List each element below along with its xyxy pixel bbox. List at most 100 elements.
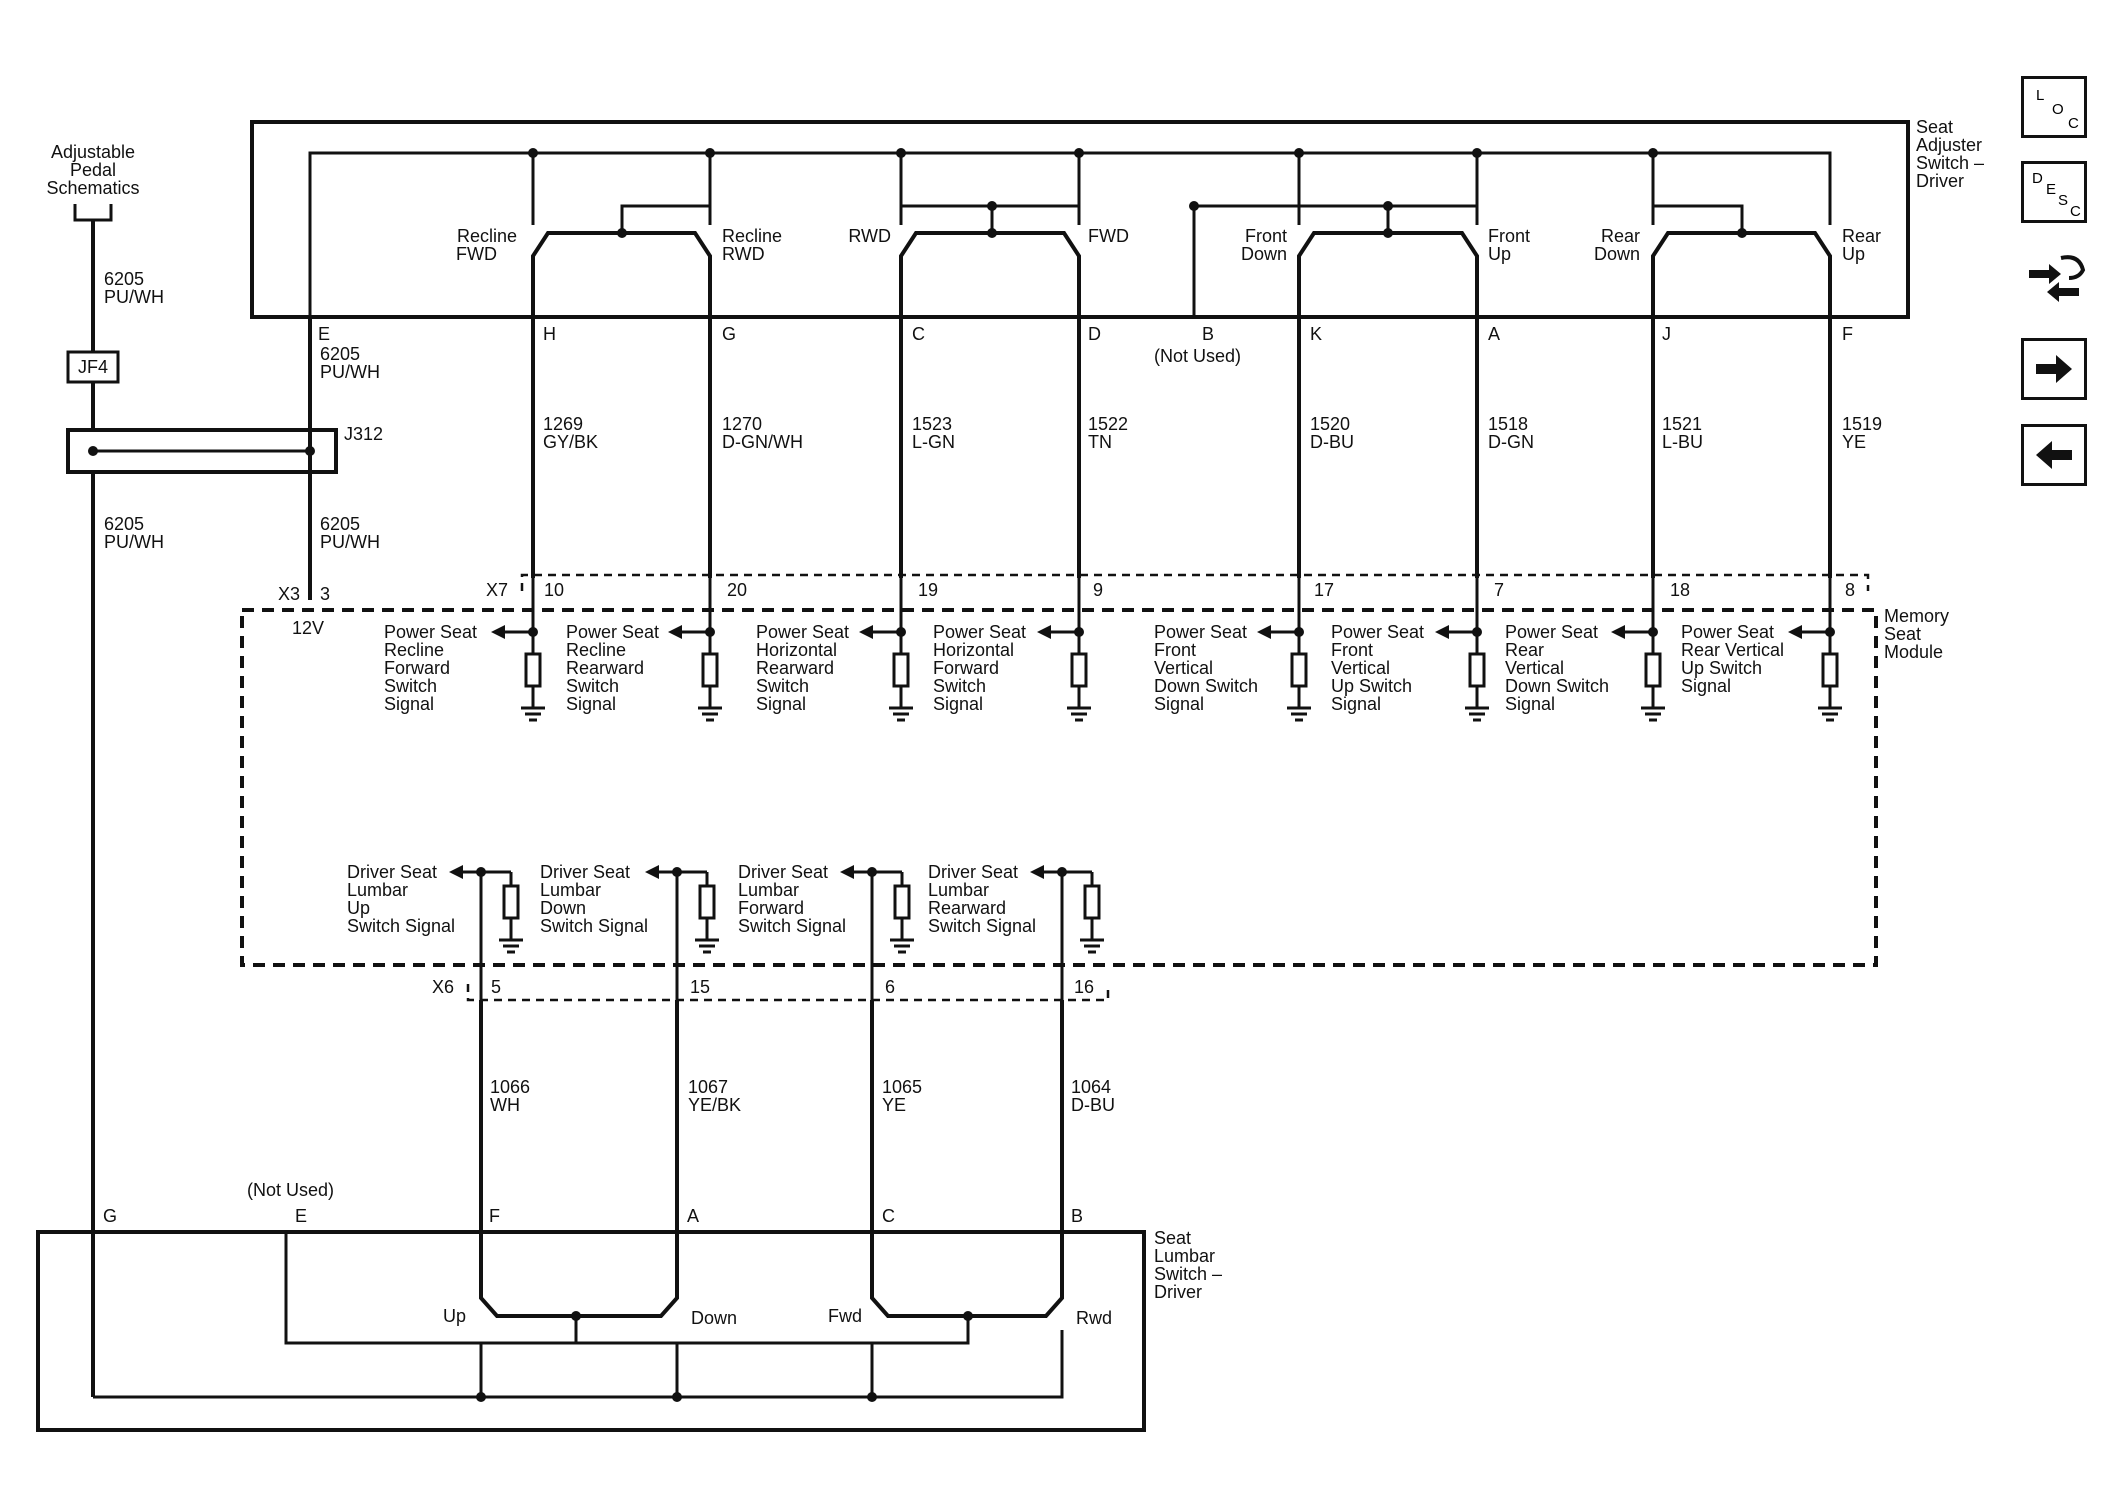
svg-text:D: D [1088,324,1101,344]
svg-text:Pedal: Pedal [70,160,116,180]
svg-text:Down Switch: Down Switch [1154,676,1258,696]
svg-text:C: C [912,324,925,344]
svg-text:1520: 1520 [1310,414,1350,434]
arrow-right-icon [2036,355,2072,383]
bottom-circuit-wires [479,1000,1064,1232]
svg-text:Driver Seat: Driver Seat [347,862,437,882]
adjuster-feed-bus [308,151,1832,317]
svg-text:Vertical: Vertical [1331,658,1390,678]
svg-text:Rear: Rear [1505,640,1544,660]
svg-text:6205: 6205 [320,514,360,534]
svg-text:Switch –: Switch – [1154,1264,1222,1284]
svg-text:Down: Down [1594,244,1640,264]
seat-lumbar-label: Seat Lumbar Switch – Driver [1154,1228,1222,1302]
svg-text:1066: 1066 [490,1077,530,1097]
svg-text:Front: Front [1245,226,1287,246]
svg-text:YE: YE [882,1095,906,1115]
svg-text:6: 6 [885,977,895,997]
svg-text:1270: 1270 [722,414,762,434]
svg-text:C: C [882,1206,895,1226]
back-arrow-button[interactable] [2021,424,2087,486]
svg-text:Rearward: Rearward [566,658,644,678]
svg-text:F: F [489,1206,500,1226]
svg-text:Driver Seat: Driver Seat [540,862,630,882]
module-lumbar-signal-labels: Driver Seat Lumbar Up Switch Signal Driv… [347,862,1036,936]
svg-text:GY/BK: GY/BK [543,432,598,452]
svg-text:Driver Seat: Driver Seat [928,862,1018,882]
svg-text:12V: 12V [292,618,324,638]
svg-text:Switch –: Switch – [1916,153,1984,173]
svg-text:Power Seat: Power Seat [566,622,659,642]
svg-text:X3: X3 [278,584,300,604]
memory-module-label: Memory Seat Module [1884,606,1949,662]
wire-6205-label-2: 6205 PU/WH [320,344,380,382]
svg-text:19: 19 [918,580,938,600]
svg-text:Power Seat: Power Seat [384,622,477,642]
svg-text:Forward: Forward [933,658,999,678]
next-arrow-button[interactable] [2021,338,2087,400]
connector-view-icon[interactable] [2021,244,2087,316]
svg-text:Rwd: Rwd [1076,1308,1112,1328]
svg-text:TN: TN [1088,432,1112,452]
svg-text:Seat: Seat [1916,117,1953,137]
svg-text:Power Seat: Power Seat [1331,622,1424,642]
x6-connector [466,984,1110,1002]
svg-text:Recline: Recline [722,226,782,246]
svg-text:7: 7 [1494,580,1504,600]
svg-text:Adjuster: Adjuster [1916,135,1982,155]
svg-text:PU/WH: PU/WH [320,362,380,382]
svg-text:3: 3 [320,584,330,604]
svg-text:Up: Up [347,898,370,918]
svg-text:PU/WH: PU/WH [104,287,164,307]
svg-text:Down: Down [540,898,586,918]
svg-text:K: K [1310,324,1322,344]
svg-text:PU/WH: PU/WH [320,532,380,552]
svg-text:Rear: Rear [1842,226,1881,246]
svg-text:Vertical: Vertical [1154,658,1213,678]
svg-text:Up: Up [1842,244,1865,264]
svg-text:Switch Signal: Switch Signal [347,916,455,936]
svg-text:Seat: Seat [1154,1228,1191,1248]
adjuster-junction-dots [528,148,1747,238]
svg-text:Recline: Recline [566,640,626,660]
svg-text:J: J [1662,324,1671,344]
lumbar-internal-wiring [93,1232,1064,1402]
svg-text:Switch: Switch [756,676,809,696]
svg-text:Signal: Signal [1154,694,1204,714]
wire-6205-label-3: 6205 PU/WH [320,514,380,552]
jf4-label: JF4 [78,357,108,377]
svg-text:1269: 1269 [543,414,583,434]
loc-button[interactable]: L O C [2021,76,2087,138]
lumbar-switch-labels: Up Down Fwd Rwd [443,1306,1112,1328]
x7-connector [520,573,1870,591]
svg-text:Driver: Driver [1154,1282,1202,1302]
svg-text:D-BU: D-BU [1071,1095,1115,1115]
svg-text:G: G [722,324,736,344]
svg-text:Recline: Recline [384,640,444,660]
svg-text:Lumbar: Lumbar [540,880,601,900]
top-circuit-wires [531,317,1832,578]
seat-lumbar-switch-box [36,1230,1146,1432]
svg-text:Switch Signal: Switch Signal [540,916,648,936]
svg-text:A: A [687,1206,699,1226]
svg-text:L-GN: L-GN [912,432,955,452]
svg-text:1521: 1521 [1662,414,1702,434]
svg-text:Signal: Signal [1681,676,1731,696]
x6-label: X6 [432,977,454,997]
svg-text:Switch: Switch [933,676,986,696]
svg-text:Down: Down [1241,244,1287,264]
svg-text:Rear Vertical: Rear Vertical [1681,640,1784,660]
svg-text:Module: Module [1884,642,1943,662]
svg-text:WH: WH [490,1095,520,1115]
svg-text:G: G [103,1206,117,1226]
svg-text:6205: 6205 [104,269,144,289]
svg-text:Front: Front [1154,640,1196,660]
desc-button[interactable]: D E S C [2021,161,2087,223]
svg-text:RWD: RWD [848,226,891,246]
svg-text:Schematics: Schematics [46,178,139,198]
svg-text:9: 9 [1093,580,1103,600]
svg-text:Power Seat: Power Seat [1154,622,1247,642]
svg-text:6205: 6205 [320,344,360,364]
svg-text:B: B [1202,324,1214,344]
svg-text:1519: 1519 [1842,414,1882,434]
